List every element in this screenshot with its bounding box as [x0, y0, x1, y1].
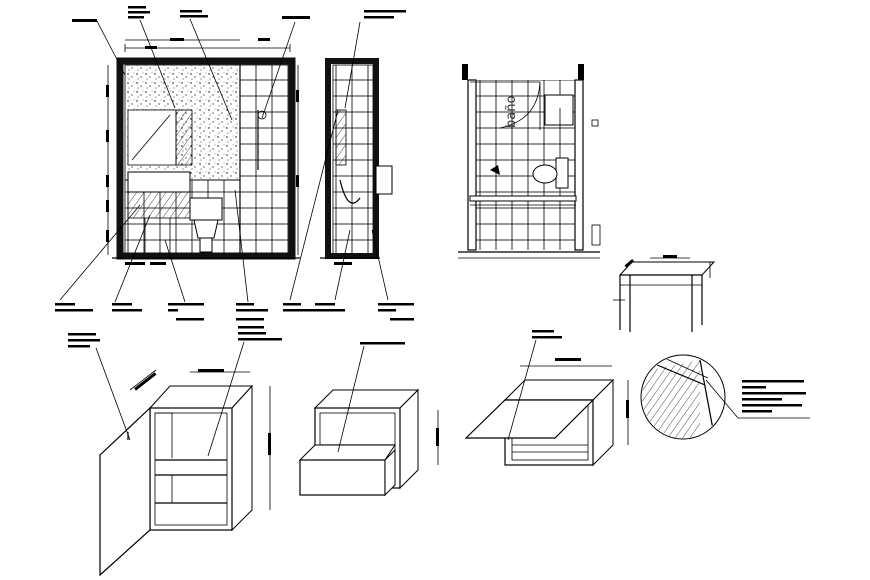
room-label: baño — [504, 96, 519, 128]
flip-door-cabinet — [464, 330, 629, 467]
bathroom-side-section — [283, 10, 414, 321]
wood-detail-callout — [640, 354, 810, 440]
bathroom-front-elevation — [55, 6, 310, 321]
cabinet-with-door — [68, 326, 282, 577]
bathroom-floor-plan: baño — [458, 64, 601, 259]
drawer-unit — [298, 342, 439, 497]
side-table-isometric — [613, 255, 716, 332]
